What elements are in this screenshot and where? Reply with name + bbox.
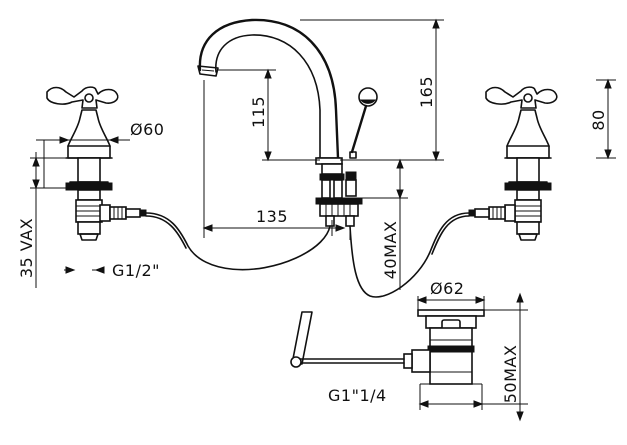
dimension-lines bbox=[30, 18, 616, 422]
dim-valve-thread: G1/2" bbox=[112, 261, 160, 280]
dim-waste-diameter: Ø62 bbox=[430, 279, 464, 298]
dim-waste-thread: G1"1/4 bbox=[328, 386, 387, 405]
popup-waste bbox=[290, 309, 485, 385]
flex-hoses bbox=[145, 212, 470, 298]
right-valve bbox=[468, 86, 558, 241]
dim-handle-diameter: Ø60 bbox=[130, 120, 164, 139]
spout bbox=[197, 18, 378, 227]
dim-valve-length: 35 VAX bbox=[17, 218, 36, 278]
dim-spout-height: 165 bbox=[417, 76, 436, 108]
dim-waste-height: 50MAX bbox=[501, 345, 520, 404]
left-valve bbox=[46, 86, 147, 241]
dim-spout-reach: 135 bbox=[256, 207, 288, 226]
dim-spout-to-base: 115 bbox=[249, 96, 268, 128]
dim-hose-length: 40MAX bbox=[381, 221, 400, 280]
dim-handle-height: 80 bbox=[589, 109, 608, 130]
